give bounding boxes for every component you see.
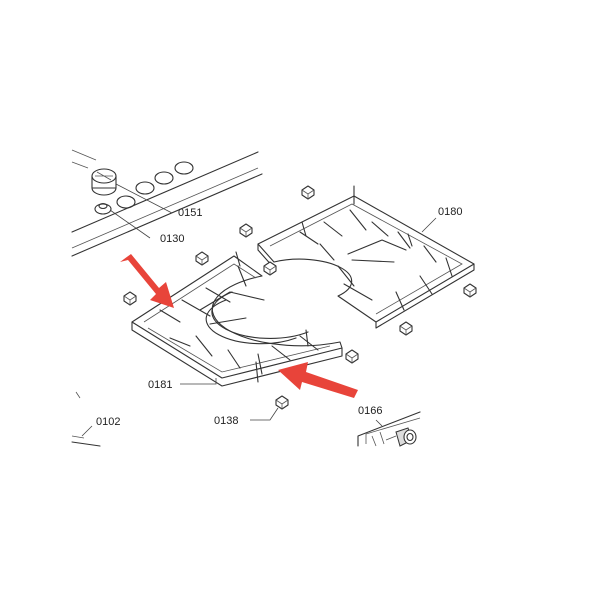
grate-rubber-feet (123, 185, 477, 410)
right-pan-support-grate (257, 185, 475, 329)
gas-connector-assembly (357, 411, 421, 447)
part-label-0181: 0181 (148, 379, 172, 391)
rubber-foot (195, 251, 209, 266)
control-knob-holes (116, 161, 194, 209)
part-label-0166: 0166 (358, 405, 382, 417)
rubber-foot (345, 349, 359, 364)
part-label-0151: 0151 (178, 207, 202, 219)
rubber-foot (275, 395, 289, 410)
base-tray-fragment (71, 391, 101, 447)
part-label-0102: 0102 (96, 416, 120, 428)
knob-seal-ring (94, 202, 112, 215)
arrow-pointing-left-grate-corner (120, 254, 174, 308)
rubber-foot (263, 261, 277, 276)
rubber-foot (123, 291, 137, 306)
part-label-0130: 0130 (160, 233, 184, 245)
arrow-pointing-grate-front-edge (278, 362, 358, 398)
part-label-0138: 0138 (214, 415, 238, 427)
control-knob (91, 168, 117, 196)
rubber-foot (239, 223, 253, 238)
rubber-foot (463, 283, 477, 298)
rubber-foot (399, 321, 413, 336)
left-pan-support-grate (131, 251, 343, 387)
cooktop-panel (71, 149, 263, 257)
rubber-foot (301, 185, 315, 200)
part-label-0180: 0180 (438, 206, 462, 218)
